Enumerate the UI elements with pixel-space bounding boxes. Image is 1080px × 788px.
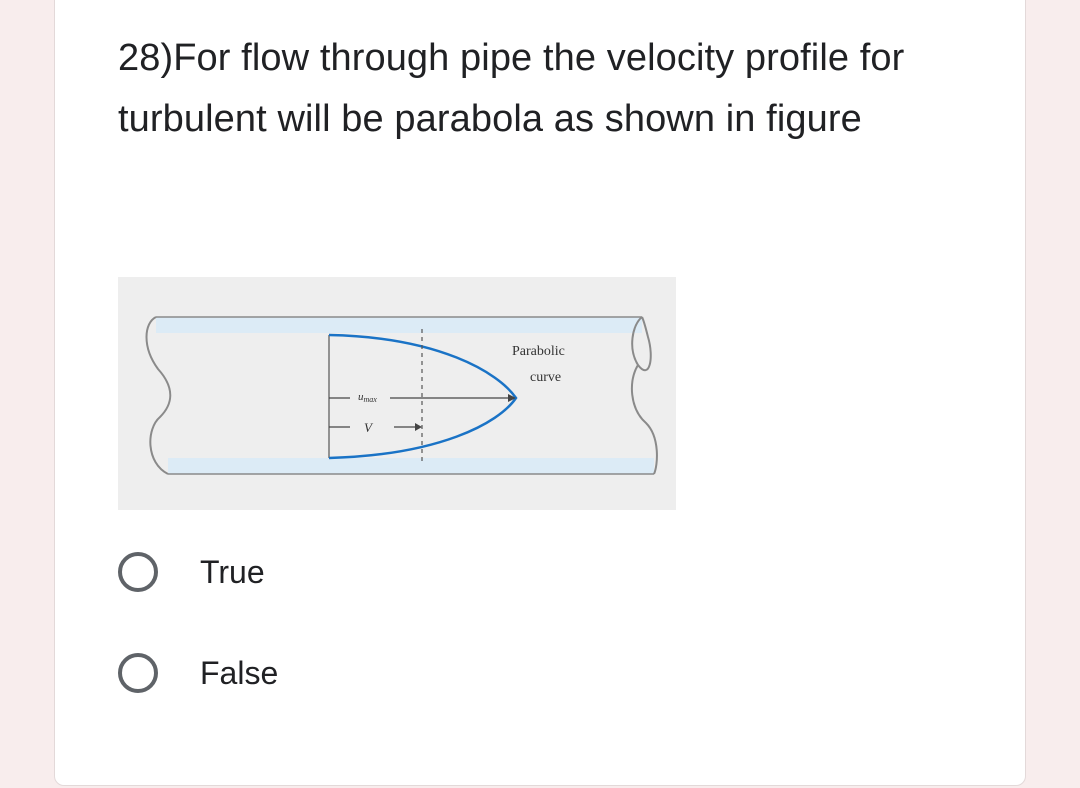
option-false[interactable]: False bbox=[118, 647, 278, 699]
pipe-right-end bbox=[630, 316, 658, 475]
umax-label: umax bbox=[358, 391, 377, 404]
radio-button-true[interactable] bbox=[118, 552, 158, 592]
curve-label-line1: Parabolic bbox=[512, 344, 565, 359]
question-text: 28)For flow through pipe the velocity pr… bbox=[118, 37, 905, 140]
option-true[interactable]: True bbox=[118, 546, 265, 598]
pipe-bottom-wall bbox=[168, 458, 654, 474]
v-arrowhead bbox=[415, 423, 422, 431]
figure-background bbox=[118, 277, 676, 510]
umax-label-bg bbox=[350, 389, 390, 403]
option-true-label: True bbox=[200, 553, 265, 590]
pipe-left-end bbox=[145, 316, 172, 475]
pipe-top-wall bbox=[156, 317, 642, 333]
pipe-velocity-profile-figure: umax V Parabolic curve bbox=[118, 277, 676, 510]
v-label: V bbox=[364, 420, 374, 435]
umax-arrowhead bbox=[508, 394, 516, 402]
curve-label-line2: curve bbox=[530, 370, 561, 385]
radio-button-false[interactable] bbox=[118, 653, 158, 693]
option-false-label: False bbox=[200, 654, 279, 691]
pipe-diagram: umax V Parabolic curve bbox=[118, 277, 676, 510]
